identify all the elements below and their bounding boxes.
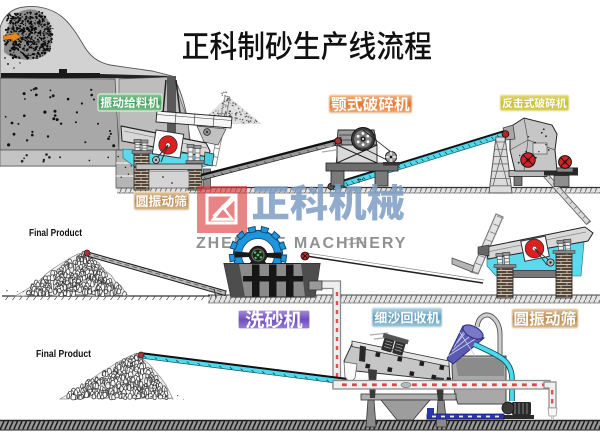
svg-text:Final Product: Final Product	[36, 348, 91, 360]
svg-text:ZHENGKE MACHINERY: ZHENGKE MACHINERY	[196, 235, 407, 252]
svg-text:Final Product: Final Product	[29, 228, 83, 239]
